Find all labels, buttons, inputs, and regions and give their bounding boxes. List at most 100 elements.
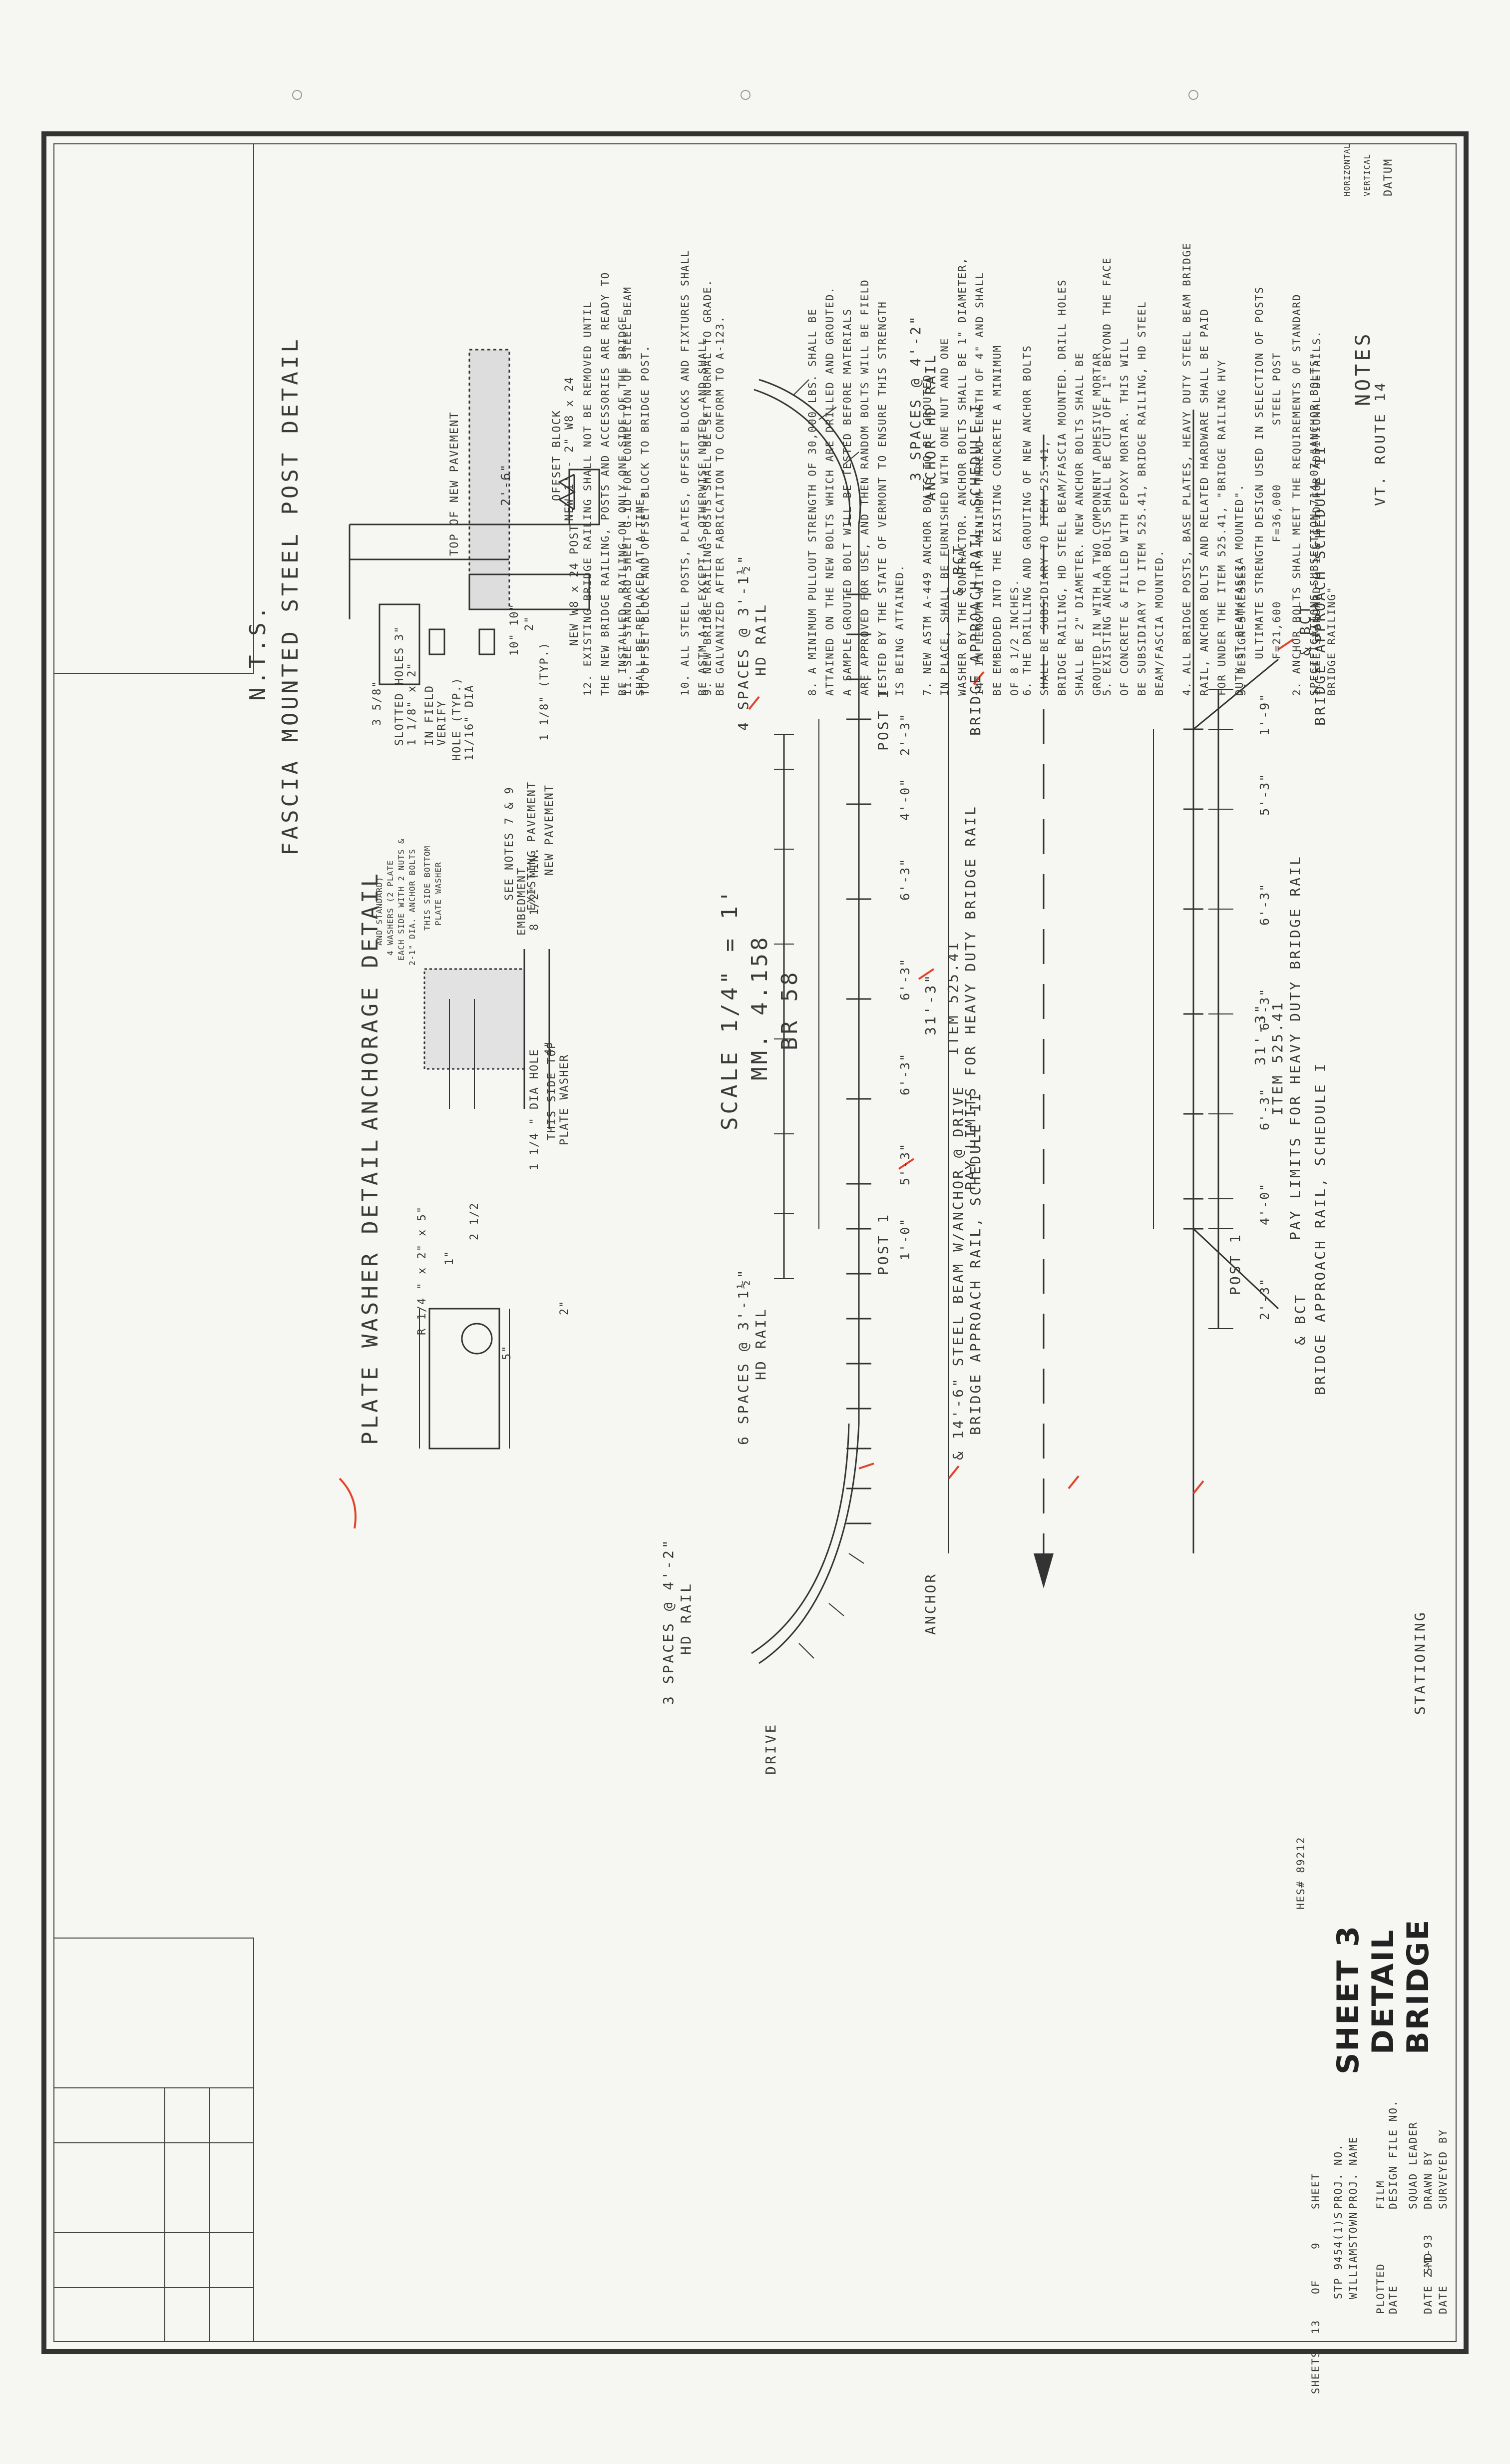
approach-left-top: BRIDGE APPROACH SCHEDULE II	[1312, 444, 1328, 726]
approach-left-top-2: & BCT	[1297, 603, 1313, 656]
washer-d1: 2"	[558, 1300, 571, 1316]
total-bot: 31'-3"	[922, 973, 939, 1035]
tb-proj-no-val: STP 9454(1)S	[1332, 2211, 1344, 2299]
note-12: 12. EXISTING BRIDGE RAILING SHALL NOT BE…	[582, 271, 646, 696]
hd-rail-bot-right-spaces: 6 SPACES @ 3'-1½"	[735, 1268, 752, 1445]
tb-sheets: SHEETS	[1310, 2350, 1322, 2394]
approach-right-bot-2: & 14'-6" STEEL BEAM W/ANCHOR @ DRIVE	[950, 1085, 966, 1460]
fascia-hole-2: HOLE (TYP.)	[451, 677, 463, 761]
fascia-nts: N.T.S.	[245, 603, 271, 701]
fascia-verify: VERIFY	[436, 700, 448, 746]
sheet-inner-border	[53, 143, 1457, 2342]
dim-top-1: 1'-9"	[1257, 693, 1272, 736]
fascia-hole: 11/16" DIA	[463, 684, 476, 761]
washer-plate: R 1/4 " x 2" x 5"	[416, 1205, 428, 1335]
tb-drawn: DRAWN BY	[1422, 2150, 1434, 2209]
washer-hole: 1 1/4 " DIA HOLE	[528, 1048, 541, 1170]
note-10: 10. ALL STEEL POSTS, PLATES, OFFSET BLOC…	[679, 249, 726, 696]
fascia-offset-block-2: OFFSET BLOCK	[551, 410, 563, 501]
washer-d3: 1"	[443, 1250, 456, 1266]
sheet-border	[41, 131, 1469, 2354]
hd-rail-left-spaces: 3 SPACES @ 4'-2"	[907, 314, 924, 481]
tb-sheet-label: SHEET 3	[1331, 1925, 1366, 2074]
approach-left-bot: BRIDGE APPROACH RAIL, SCHEDULE I	[967, 402, 984, 736]
tb-squad: SQUAD LEADER	[1407, 2121, 1419, 2209]
approach-right-bot: BRIDGE APPROACH RAIL, SCHEDULE II	[967, 1091, 984, 1435]
post-bot-left: POST 1	[875, 688, 891, 751]
approach-left-bot-2: & BCT	[950, 543, 966, 596]
datum-title: DATUM	[1382, 158, 1395, 196]
pay-limits-top: PAY LIMITS FOR HEAVY DUTY BRIDGE RAIL	[1287, 855, 1303, 1240]
datum-box	[53, 143, 254, 674]
fascia-offset-block: NEW 1' - 2" W8 x 24	[563, 376, 576, 521]
drive-label: DRIVE	[762, 1722, 779, 1775]
plan-linework	[751, 379, 1279, 1664]
anchorage-new-pavement: NEW PAVEMENT	[543, 784, 556, 876]
fascia-d7: 10"	[508, 633, 521, 656]
tb-date: DATE	[1437, 2285, 1449, 2314]
anchorage-see-notes: SEE NOTES 7 & 9	[503, 786, 516, 901]
dim-bot-1: 2'-3"	[898, 713, 912, 756]
dim-bot-4: 6'-3"	[898, 958, 912, 1000]
fascia-linework	[349, 349, 600, 685]
tb-hes: HES# 89212	[1295, 1836, 1307, 1910]
fascia-verify-2: IN FIELD	[423, 685, 436, 746]
hd-rail-left: HD RAIL	[922, 353, 939, 426]
anchorage-bolts-3: 4 WASHERS (2 PLATE	[385, 860, 395, 956]
hd-rail-bot-left-spaces: 4 SPACES @ 3'-1½"	[735, 553, 752, 731]
hd-rail-bot-left: HD RAIL	[753, 602, 769, 676]
dim-bot-6: 5'-3"	[898, 1142, 912, 1185]
fascia-slot: 1 1/8" x 2"	[406, 662, 418, 746]
anchorage-title: ANCHORAGE DETAIL	[358, 871, 383, 1130]
hd-rail-right: HD RAIL	[678, 1581, 694, 1655]
post-top-right: POST 1	[1227, 1232, 1243, 1295]
hd-rail-bot-right: HD RAIL	[753, 1307, 769, 1380]
anchorage-bolts-2: EACH SIDE WITH 2 NUTS &	[396, 838, 406, 961]
punch-hole-top	[292, 90, 302, 100]
tb-date-val: DATE 2-1-93	[1422, 2233, 1434, 2314]
tb-bridge: BRIDGE	[1401, 1918, 1436, 2054]
dim-top-2: 5'-3"	[1257, 773, 1272, 816]
tb-total: 13	[1310, 2319, 1322, 2334]
tb-detail: DETAIL	[1366, 1928, 1401, 2054]
tb-proj-name-val: WILLIAMSTOWN	[1347, 2211, 1359, 2299]
tb-surveyed: SURVEYED BY	[1437, 2128, 1449, 2209]
notes-title: NOTES	[1352, 331, 1375, 406]
washer-d4: 5"	[501, 1345, 513, 1361]
pay-limits-top-item: ITEM 525.41	[1269, 1000, 1286, 1115]
datum-vertical: VERTICAL	[1362, 153, 1372, 196]
stationing-label: STATIONING	[1412, 1610, 1428, 1715]
fascia-post: NEW W8 x 24 POST	[568, 524, 581, 646]
hd-rail-right-spaces: 3 SPACES @ 4'-2"	[660, 1538, 677, 1705]
fascia-d3: 1 1/8" (TYP.)	[538, 641, 551, 741]
fascia-d5: 3 5/8"	[371, 680, 383, 726]
datum-horizontal: HORIZONTAL	[1342, 143, 1352, 196]
approach-right-top: BRIDGE APPROACH RAIL, SCHEDULE I	[1312, 1061, 1328, 1395]
anchor-right: ANCHOR	[922, 1572, 939, 1635]
note-4: 4. ALL BRIDGE POSTS, BASE PLATES, HEAVY …	[1181, 242, 1245, 696]
tb-design-file: DESIGN FILE NO.	[1387, 2099, 1399, 2209]
fascia-slot-2: SLOTTED HOLES	[393, 646, 406, 746]
anchorage-min-embed-2: EMBEDMENT	[516, 867, 528, 936]
dim-bot-3: 6'-3"	[898, 858, 912, 901]
fascia-pavement: TOP OF NEW PAVEMENT	[448, 411, 461, 556]
note-8: 8. A MINIMUM PULLOUT STRENGTH OF 30,000 …	[806, 279, 906, 696]
anchorage-bolts: 2-1" DIA. ANCHOR BOLTS	[407, 849, 417, 966]
dim-top-4: 6'-3"	[1257, 987, 1272, 1030]
fascia-title: FASCIA MOUNTED STEEL POST DETAIL	[278, 336, 303, 856]
punch-hole-middle	[741, 90, 751, 100]
fascia-d6: 10"	[508, 603, 521, 626]
dim-top-3: 6'-3"	[1257, 883, 1272, 926]
dim-top-6: 4'-0"	[1257, 1182, 1272, 1225]
dim-bot-5: 6'-3"	[898, 1052, 912, 1095]
plan-scale: SCALE 1/4" = 1'	[717, 887, 743, 1130]
tb-date2: DATE	[1387, 2285, 1399, 2314]
approach-right-top-2: & BCT	[1292, 1293, 1308, 1345]
dim-bot-2: 4'-0"	[898, 778, 912, 821]
washer-d2: 2 1/2	[468, 1202, 481, 1240]
dim-top-7: 2'-3"	[1257, 1277, 1272, 1320]
washer-linework	[419, 1308, 510, 1450]
red-check-marks	[339, 638, 1294, 1529]
